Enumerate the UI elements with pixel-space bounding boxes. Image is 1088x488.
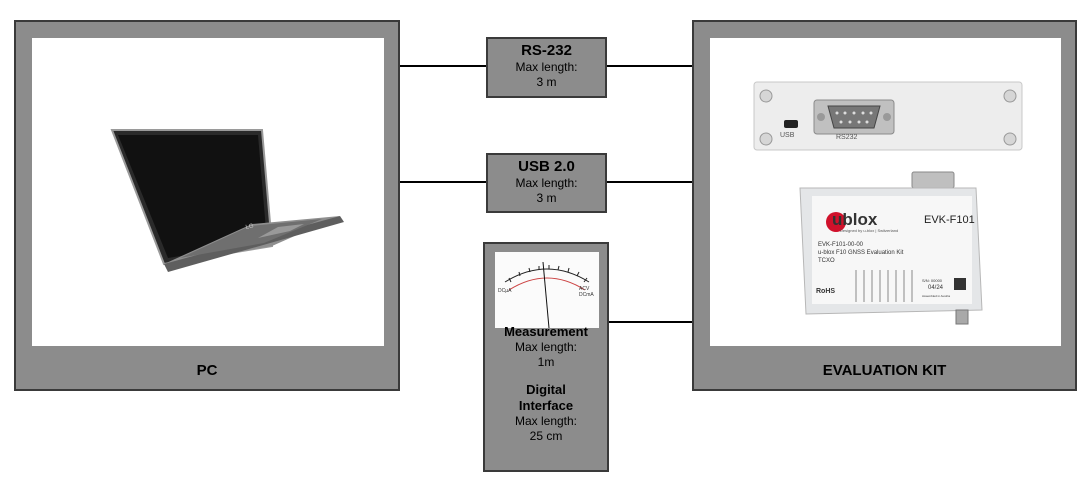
rs232-title: RS-232 xyxy=(521,42,572,59)
evk-top-connector xyxy=(911,171,955,189)
usb-max-length-value: 3 m xyxy=(536,191,557,205)
usb-port-icon xyxy=(784,120,798,128)
pc-image-area: LG xyxy=(32,38,384,346)
usb-title: USB 2.0 xyxy=(518,158,575,175)
meter-image: DCµA ACV DCmA xyxy=(495,252,599,329)
qr-code-icon xyxy=(954,278,966,290)
device-brand: ublox xyxy=(832,210,878,229)
digital-interface-title-line1: Digital xyxy=(526,382,566,397)
usb-max-length-label: Max length: xyxy=(515,176,578,190)
meter-left-label: DCµA xyxy=(498,288,512,294)
analog-meter-icon: DCµA ACV DCmA xyxy=(495,252,599,329)
device-description: u-blox F10 GNSS Evaluation Kit xyxy=(818,250,904,256)
device-tagline: Designed by u-blox | Switzerland xyxy=(840,228,899,233)
usb-interface-box: USB 2.0 Max length: 3 m xyxy=(486,153,607,213)
connector-usb-label: USB xyxy=(780,132,795,139)
measurement-max-length-label: Max length: xyxy=(514,340,578,354)
meter-right-label: ACV xyxy=(579,286,590,292)
device-oscillator: TCXO xyxy=(818,258,835,264)
device-date-code: 04/24 xyxy=(928,285,944,291)
evaluation-kit-frame: USB RS232 ublox Designed by u-blox | Swi… xyxy=(692,20,1077,391)
device-rohs-mark: RoHS xyxy=(816,288,836,295)
meter-right-label-2: DCmA xyxy=(579,292,594,298)
pc-frame: LG PC xyxy=(14,20,400,391)
evk-image-area: USB RS232 ublox Designed by u-blox | Swi… xyxy=(710,38,1061,346)
antenna-connector-icon xyxy=(955,309,969,325)
panel-screw-icon xyxy=(759,132,773,146)
ublox-logo-icon xyxy=(826,212,846,232)
panel-screw-icon xyxy=(759,89,773,103)
meter-needle xyxy=(542,261,550,329)
panel-screw-icon xyxy=(1003,132,1017,146)
laptop-logo: LG xyxy=(245,223,254,231)
rs232-max-length-label: Max length: xyxy=(515,60,578,74)
rs232-interface-box: RS-232 Max length: 3 m xyxy=(486,37,607,98)
device-model: EVK-F101 xyxy=(924,214,975,226)
digital-interface-title-line2: Interface xyxy=(518,398,574,413)
laptop-icon: LG xyxy=(110,129,344,272)
db9-connector-icon xyxy=(827,105,881,129)
device-serial: S/N: 00000 xyxy=(922,278,943,283)
evk-illustration xyxy=(753,81,1023,325)
measurement-title: Measurement xyxy=(504,324,588,339)
measurement-max-length-value: 1m xyxy=(537,355,555,369)
measurement-interface-box: DCµA ACV DCmA Measurement Max length: 1m… xyxy=(483,242,609,472)
measurement-text: Measurement Max length: 1m Digital Inter… xyxy=(485,324,607,444)
evaluation-kit-label: EVALUATION KIT xyxy=(822,362,947,379)
panel-screw-icon xyxy=(1003,89,1017,103)
rs232-max-length-value: 3 m xyxy=(536,75,557,89)
digital-max-length-value: 25 cm xyxy=(529,429,563,443)
connector-rs232-label: RS232 xyxy=(836,134,858,141)
pc-label: PC xyxy=(196,362,218,379)
device-made-in: Assembled in Austria xyxy=(922,294,951,298)
digital-max-length-label: Max length: xyxy=(514,414,578,428)
device-part-number: EVK-F101-00-00 xyxy=(818,242,864,248)
